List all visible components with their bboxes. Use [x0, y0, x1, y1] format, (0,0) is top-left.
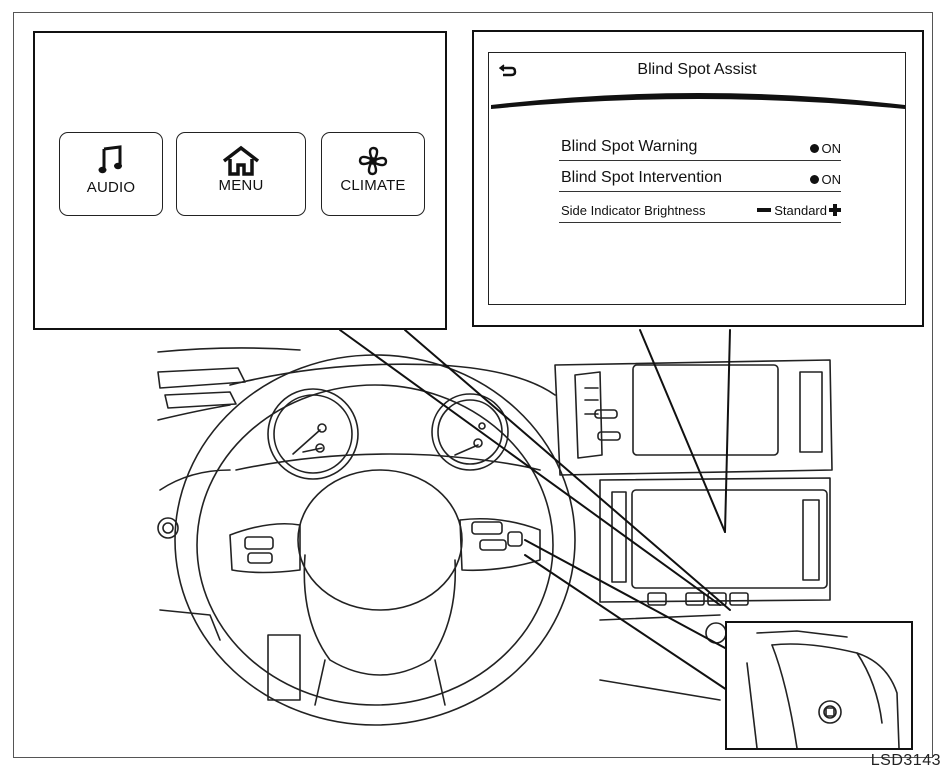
menu-button[interactable]: MENU [176, 132, 306, 216]
audio-button-label: AUDIO [86, 179, 136, 196]
fan-icon [358, 146, 388, 176]
side-indicator-brightness-value: Standard [774, 203, 827, 218]
home-icon [222, 145, 260, 176]
blind-spot-assist-screen: Blind Spot Assist Blind Spot Warning ON … [488, 52, 906, 305]
on-indicator-icon [809, 144, 819, 153]
figure-code: LSD3143 [870, 752, 941, 769]
blind-spot-warning-value: ON [821, 141, 842, 156]
blind-spot-intervention-value: ON [821, 172, 842, 187]
audio-button[interactable]: AUDIO [59, 132, 163, 216]
blind-spot-intervention-label: Blind Spot Intervention [561, 169, 722, 186]
blind-spot-warning-status: ON [809, 141, 842, 156]
side-indicator-brightness-row: Side Indicator Brightness Standard [559, 198, 841, 223]
back-arrow-icon[interactable] [499, 63, 517, 77]
hardkey-panel: AUDIO MENU CLIMATE [33, 31, 447, 330]
title-bar-curve [491, 93, 905, 109]
figure-frame [13, 12, 933, 758]
side-indicator-brightness-control: Standard [757, 203, 841, 218]
climate-button[interactable]: CLIMATE [321, 132, 425, 216]
blind-spot-intervention-row[interactable]: Blind Spot Intervention ON [559, 167, 841, 192]
blind-spot-warning-row[interactable]: Blind Spot Warning ON [559, 136, 841, 161]
music-note-icon [98, 145, 122, 174]
climate-button-label: CLIMATE [340, 177, 406, 194]
blind-spot-warning-label: Blind Spot Warning [561, 138, 698, 155]
plus-icon[interactable] [829, 204, 841, 216]
menu-button-label: MENU [218, 177, 264, 194]
screen-title: Blind Spot Assist [637, 61, 757, 78]
switch-detail-inset [725, 621, 913, 750]
display-callout-panel: Blind Spot Assist Blind Spot Warning ON … [472, 30, 924, 327]
side-indicator-brightness-label: Side Indicator Brightness [561, 203, 706, 218]
switch-detail-illustration [746, 630, 900, 748]
blind-spot-intervention-status: ON [809, 172, 842, 187]
on-indicator-icon [809, 175, 819, 184]
minus-icon[interactable] [757, 208, 772, 212]
